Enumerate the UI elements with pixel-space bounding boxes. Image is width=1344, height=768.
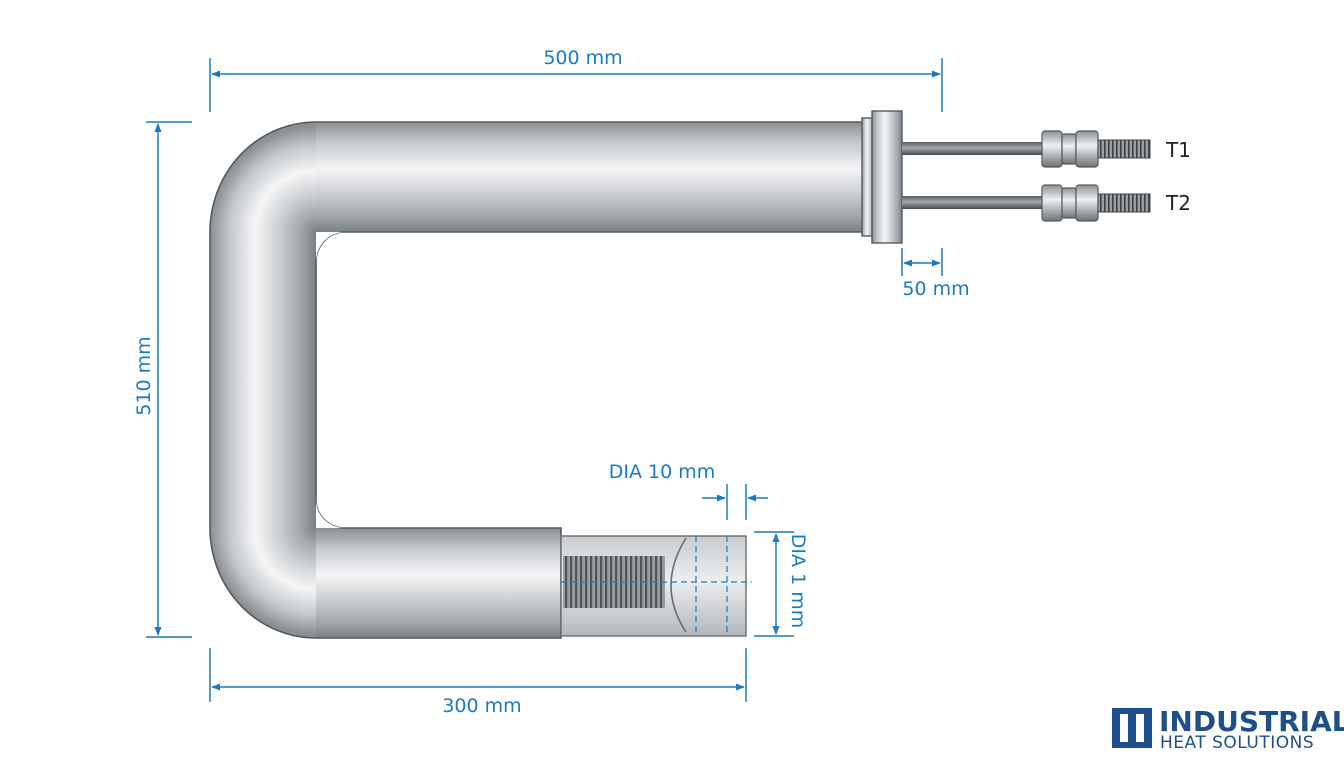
terminal-t1 <box>902 130 1151 168</box>
tube-top-section <box>316 122 864 232</box>
logo-text-line2: HEAT SOLUTIONS <box>1160 733 1314 753</box>
dimension-labels: 500 mm 510 mm 300 mm 50 mm DIA 10 mm DIA… <box>133 47 970 717</box>
dim-label-terminal: 50 mm <box>902 278 969 300</box>
tube-bottom-bend <box>210 528 316 638</box>
tube-outline <box>209 121 864 639</box>
mounting-flange <box>861 110 903 244</box>
company-logo: INDUSTRIAL HEAT SOLUTIONS <box>1112 705 1344 753</box>
dim-label-bottom: 300 mm <box>442 695 521 717</box>
terminal-label-t1: T1 <box>1165 138 1191 162</box>
tube-vertical-section <box>210 232 316 528</box>
dim-label-dia10: DIA 10 mm <box>609 461 716 483</box>
dim-label-height: 510 mm <box>133 336 155 415</box>
dim-label-top: 500 mm <box>543 47 622 69</box>
tube-bottom-section <box>316 528 561 638</box>
logo-mark-icon <box>1112 708 1152 748</box>
terminal-label-t2: T2 <box>1165 191 1191 215</box>
logo-text-line1: INDUSTRIAL <box>1159 705 1344 738</box>
dim-label-dia1: DIA 1 mm <box>787 534 809 628</box>
terminal-t2 <box>902 184 1151 222</box>
sleeve-end-curve <box>670 537 687 633</box>
cutaway-section <box>560 535 752 637</box>
tube-top-bend <box>210 122 316 232</box>
heater-tube <box>209 121 864 639</box>
dimension-lines <box>146 58 943 702</box>
